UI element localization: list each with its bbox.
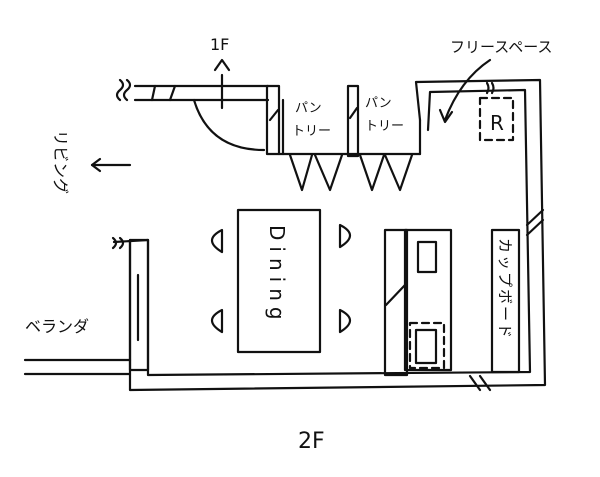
floor-label: 2F <box>298 429 325 454</box>
pantry-right-line2: トリー <box>365 119 404 134</box>
veranda-label: ベランダ <box>25 317 89 336</box>
outer-walls <box>23 78 547 392</box>
pantry-left-line1: パン <box>295 101 322 116</box>
pantry-left-line2: トリー <box>292 124 331 139</box>
kitchen-counter <box>383 228 453 377</box>
stair-label: 1F <box>210 35 229 54</box>
cupboard <box>490 228 521 374</box>
fridge-label: R <box>490 111 504 135</box>
chairs <box>210 223 352 334</box>
pantry-walls <box>265 84 422 192</box>
top-wall <box>115 58 270 152</box>
living-label: リビング <box>51 130 70 194</box>
pantry-right-line1: パン <box>365 96 392 111</box>
free-space-arrow <box>443 58 492 122</box>
cupboard-label: カップボード <box>496 238 514 340</box>
fridge-outline <box>478 96 515 142</box>
dining-table <box>236 208 322 354</box>
dining-label: Dining <box>265 225 289 326</box>
free-space-label: フリースペース <box>450 38 552 56</box>
